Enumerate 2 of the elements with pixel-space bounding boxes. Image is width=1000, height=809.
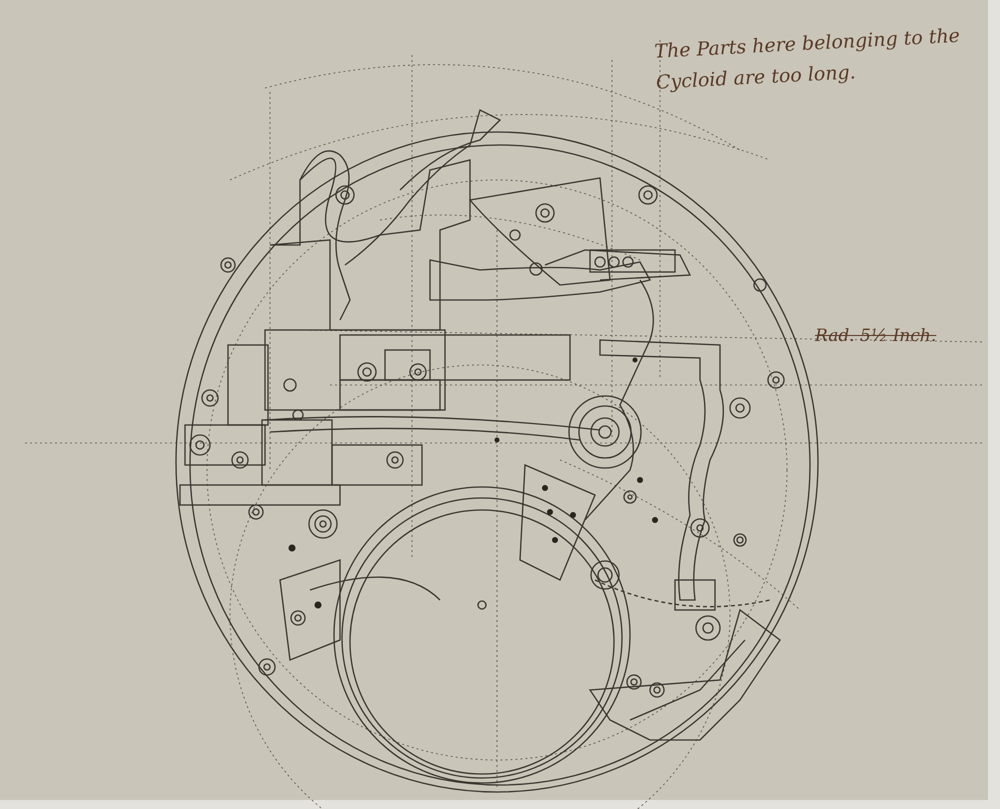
handwritten-note: The Parts here belonging to the Cycloid are too long.: [654, 24, 962, 96]
struck-through-note: Rad. 5½ Inch.: [815, 326, 936, 346]
